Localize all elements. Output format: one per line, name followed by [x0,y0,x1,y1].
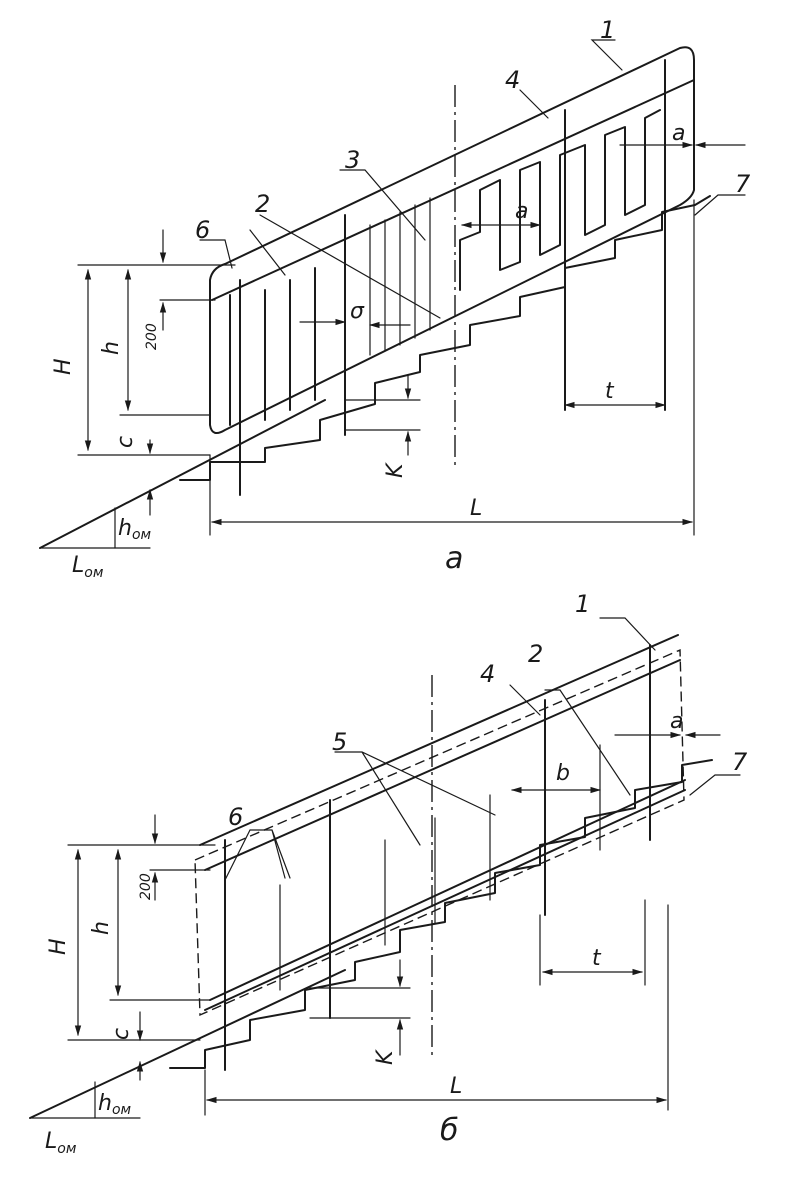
caption-a: a [445,541,463,576]
dim-b-b: b [556,761,570,786]
dim-200-b: 200 [138,873,154,900]
dim-c-a: c [113,436,138,448]
dim-lom-b: Lом [45,1129,77,1157]
handrail-a [211,79,695,301]
callout-5-b: 5 [332,728,347,756]
callout-4-b: 4 [480,660,495,688]
callout-1-b: 1 [575,590,590,618]
dim-K-a: K [383,462,408,478]
floor-slope-a [39,399,326,549]
dim-H-b: H [46,938,71,955]
caption-b: б [440,1113,459,1148]
dim-h-b: h [89,921,114,935]
meander-filling-a [459,109,661,291]
dim-K-b: K [373,1049,398,1065]
dim-t-b: t [592,946,602,971]
dim-hom-a: hом [118,516,152,543]
dim-a-b: a [670,709,683,734]
callout-7-b: 7 [732,748,748,776]
callout-6-a: 6 [195,216,210,244]
railing-panel-a [209,46,695,435]
dim-c-b: c [109,1028,134,1040]
callout-4-a: 4 [505,66,520,94]
dim-200-a: 200 [144,323,160,350]
floor-slope-b [29,969,346,1119]
dim-L-a: L [470,496,482,521]
stair-steps-b [169,759,713,1069]
callout-2-a: 2 [255,190,270,218]
dim-b-a: σ [350,299,365,324]
dim-t-a: t [605,379,615,404]
callout-2-b: 2 [528,640,543,668]
figure-a [39,39,746,549]
callout-3-a: 3 [345,146,360,174]
dim-hom-b: hом [98,1091,132,1118]
dim-a-inner-a: a [515,199,528,224]
dim-a-outer-a: a [672,121,685,146]
dim-lom-a: Lом [72,553,104,581]
callout-6-b: 6 [228,803,243,831]
callout-1-a: 1 [600,16,615,44]
dim-h-a: h [99,341,124,355]
figure-b [29,617,741,1119]
dim-L-b: L [450,1074,462,1099]
dim-H-a: H [51,358,76,375]
railing-outline-b [194,648,685,1017]
callout-7-a: 7 [735,170,751,198]
handrail-b [199,634,679,846]
stair-steps-a [179,195,711,481]
